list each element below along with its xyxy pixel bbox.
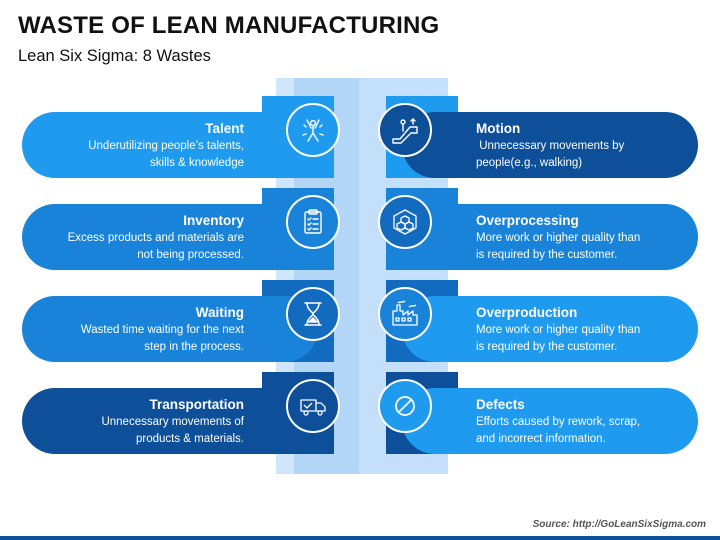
no-entry-icon xyxy=(378,379,432,433)
defects-desc-line1: Efforts caused by rework, scrap, xyxy=(476,416,641,428)
clipboard-icon xyxy=(286,195,340,249)
inventory-desc-line1: Excess products and materials are xyxy=(67,232,244,244)
defects-pill: Defects Efforts caused by rework, scrap,… xyxy=(402,388,698,454)
motion-desc-line1: Unnecessary movements by xyxy=(476,140,625,152)
factory-icon xyxy=(378,287,432,341)
overproduction-title: Overproduction xyxy=(476,305,578,320)
escalator-icon xyxy=(378,103,432,157)
overprocessing-desc-line2: is required by the customer. xyxy=(476,249,618,261)
overproduction-desc-line2: is required by the customer. xyxy=(476,341,618,353)
overproduction-desc-line1: More work or higher quality than xyxy=(476,324,641,336)
talent-icon xyxy=(286,103,340,157)
inventory-title: Inventory xyxy=(183,213,244,228)
hourglass-icon xyxy=(286,287,340,341)
talent-title: Talent xyxy=(205,121,244,136)
transportation-pill: Transportation Unnecessary movements of … xyxy=(22,388,318,454)
defects-desc-line2: and incorrect information. xyxy=(476,433,606,445)
transportation-title: Transportation xyxy=(149,397,244,412)
bottom-bar xyxy=(0,536,720,540)
waiting-pill: Waiting Wasted time waiting for the next… xyxy=(22,296,318,362)
transportation-desc-line1: Unnecessary movements of xyxy=(101,416,244,428)
truck-icon xyxy=(286,379,340,433)
overprocessing-pill: Overprocessing More work or higher quali… xyxy=(402,204,698,270)
overprocessing-desc-line1: More work or higher quality than xyxy=(476,232,641,244)
motion-desc-line2: people(e.g., walking) xyxy=(476,157,583,169)
waiting-title: Waiting xyxy=(195,305,244,320)
motion-pill: Motion Unnecessary movements by people(e… xyxy=(402,112,698,178)
page-title: WASTE OF LEAN MANUFACTURING xyxy=(18,12,440,39)
waiting-desc-line2: step in the process. xyxy=(144,341,244,353)
motion-title: Motion xyxy=(476,121,521,136)
overproduction-pill: Overproduction More work or higher quali… xyxy=(402,296,698,362)
transportation-desc-line2: products & materials. xyxy=(135,433,244,445)
overprocessing-title: Overprocessing xyxy=(476,213,579,228)
talent-desc-line1: Underutilizing people’s talents, xyxy=(88,140,244,152)
talent-desc-line2: skills & knowledge xyxy=(150,157,244,169)
source-credit: Source: http://GoLeanSixSigma.com xyxy=(532,519,706,530)
page-subtitle: Lean Six Sigma: 8 Wastes xyxy=(18,47,211,65)
defects-title: Defects xyxy=(476,397,525,412)
waiting-desc-line1: Wasted time waiting for the next xyxy=(80,324,244,336)
cubes-icon xyxy=(378,195,432,249)
talent-pill: Talent Underutilizing people’s talents, … xyxy=(22,112,318,178)
inventory-pill: Inventory Excess products and materials … xyxy=(22,204,318,270)
inventory-desc-line2: not being processed. xyxy=(137,249,244,261)
